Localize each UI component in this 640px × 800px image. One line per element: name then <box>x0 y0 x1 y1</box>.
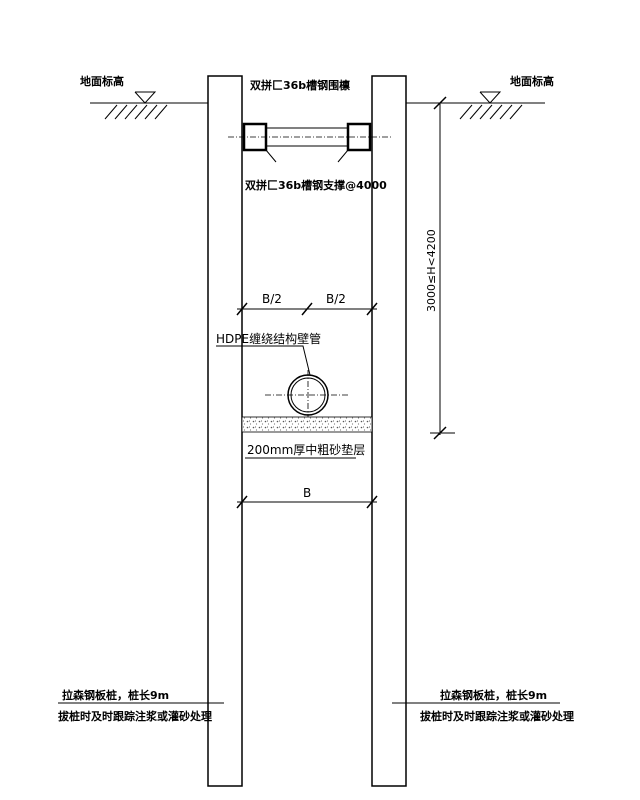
hdpe-pipe <box>216 345 350 420</box>
sheetpile-note-left-line1: 拉森钢板桩，桩长9m <box>62 688 169 702</box>
half-width-label-left: B/2 <box>262 292 282 306</box>
waler-label: 双拼匚36b槽钢围檩 <box>250 78 350 92</box>
strut-label: 双拼匚36b槽钢支撑@4000 <box>245 178 387 192</box>
half-width-dimension <box>236 302 378 316</box>
bedding-label: 200mm厚中粗砂垫层 <box>247 442 365 457</box>
half-width-label-right: B/2 <box>326 292 346 306</box>
ground-label-left: 地面标高 <box>80 74 124 88</box>
sand-bedding-layer <box>241 416 373 433</box>
waler-strut-assembly <box>228 122 392 163</box>
depth-dimension-label: 3000≤H<4200 <box>425 229 438 312</box>
sheetpile-note-right-line2: 拔桩时及时跟踪注浆或灌砂处理 <box>420 709 574 723</box>
width-dimension <box>236 495 378 509</box>
pipe-label: HDPE缠绕结构壁管 <box>216 331 321 346</box>
ground-label-right: 地面标高 <box>510 74 554 88</box>
sheetpile-note-right-line1: 拉森钢板桩，桩长9m <box>440 688 547 702</box>
width-dimension-label: B <box>303 486 311 500</box>
ground-line-right <box>406 91 545 120</box>
sheet-pile-left <box>207 75 243 787</box>
ground-line-left <box>90 91 208 120</box>
depth-dimension <box>430 96 455 440</box>
sheetpile-note-left-line2: 拔桩时及时跟踪注浆或灌砂处理 <box>58 709 212 723</box>
